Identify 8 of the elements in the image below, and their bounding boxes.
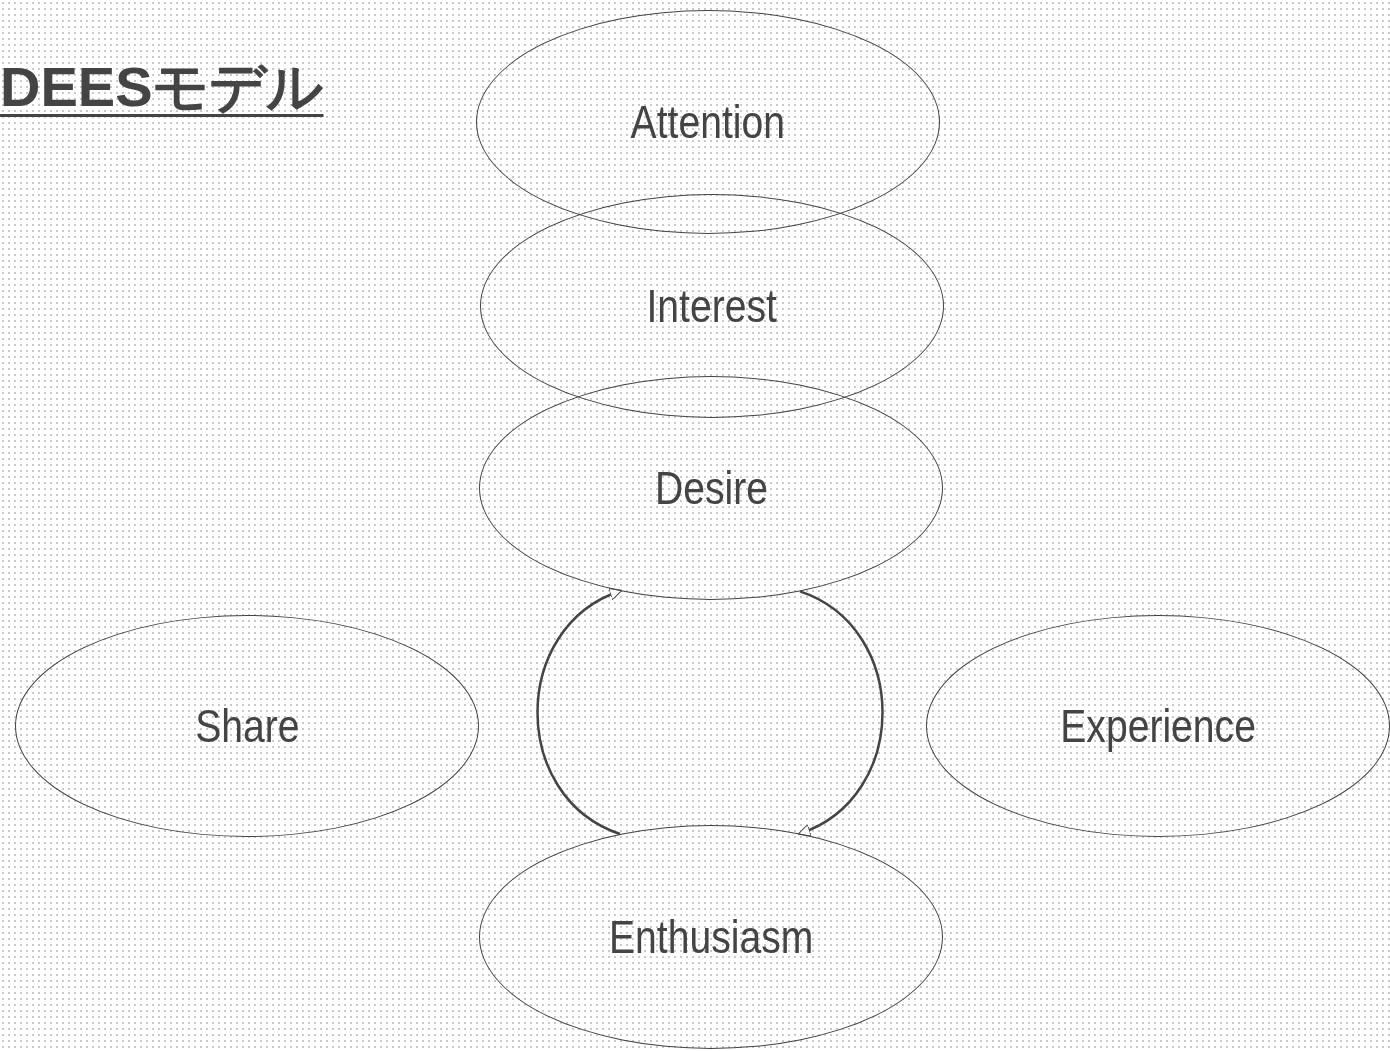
node-label: Experience (1060, 699, 1256, 753)
node-label: Share (194, 699, 300, 753)
node-label: Attention (630, 95, 786, 149)
node-label: Interest (646, 279, 778, 333)
node-label: Desire (654, 461, 768, 515)
title: DEESモデル (0, 54, 324, 120)
curved-arrow (536, 589, 623, 836)
node-label: Enthusiasm (608, 910, 814, 964)
